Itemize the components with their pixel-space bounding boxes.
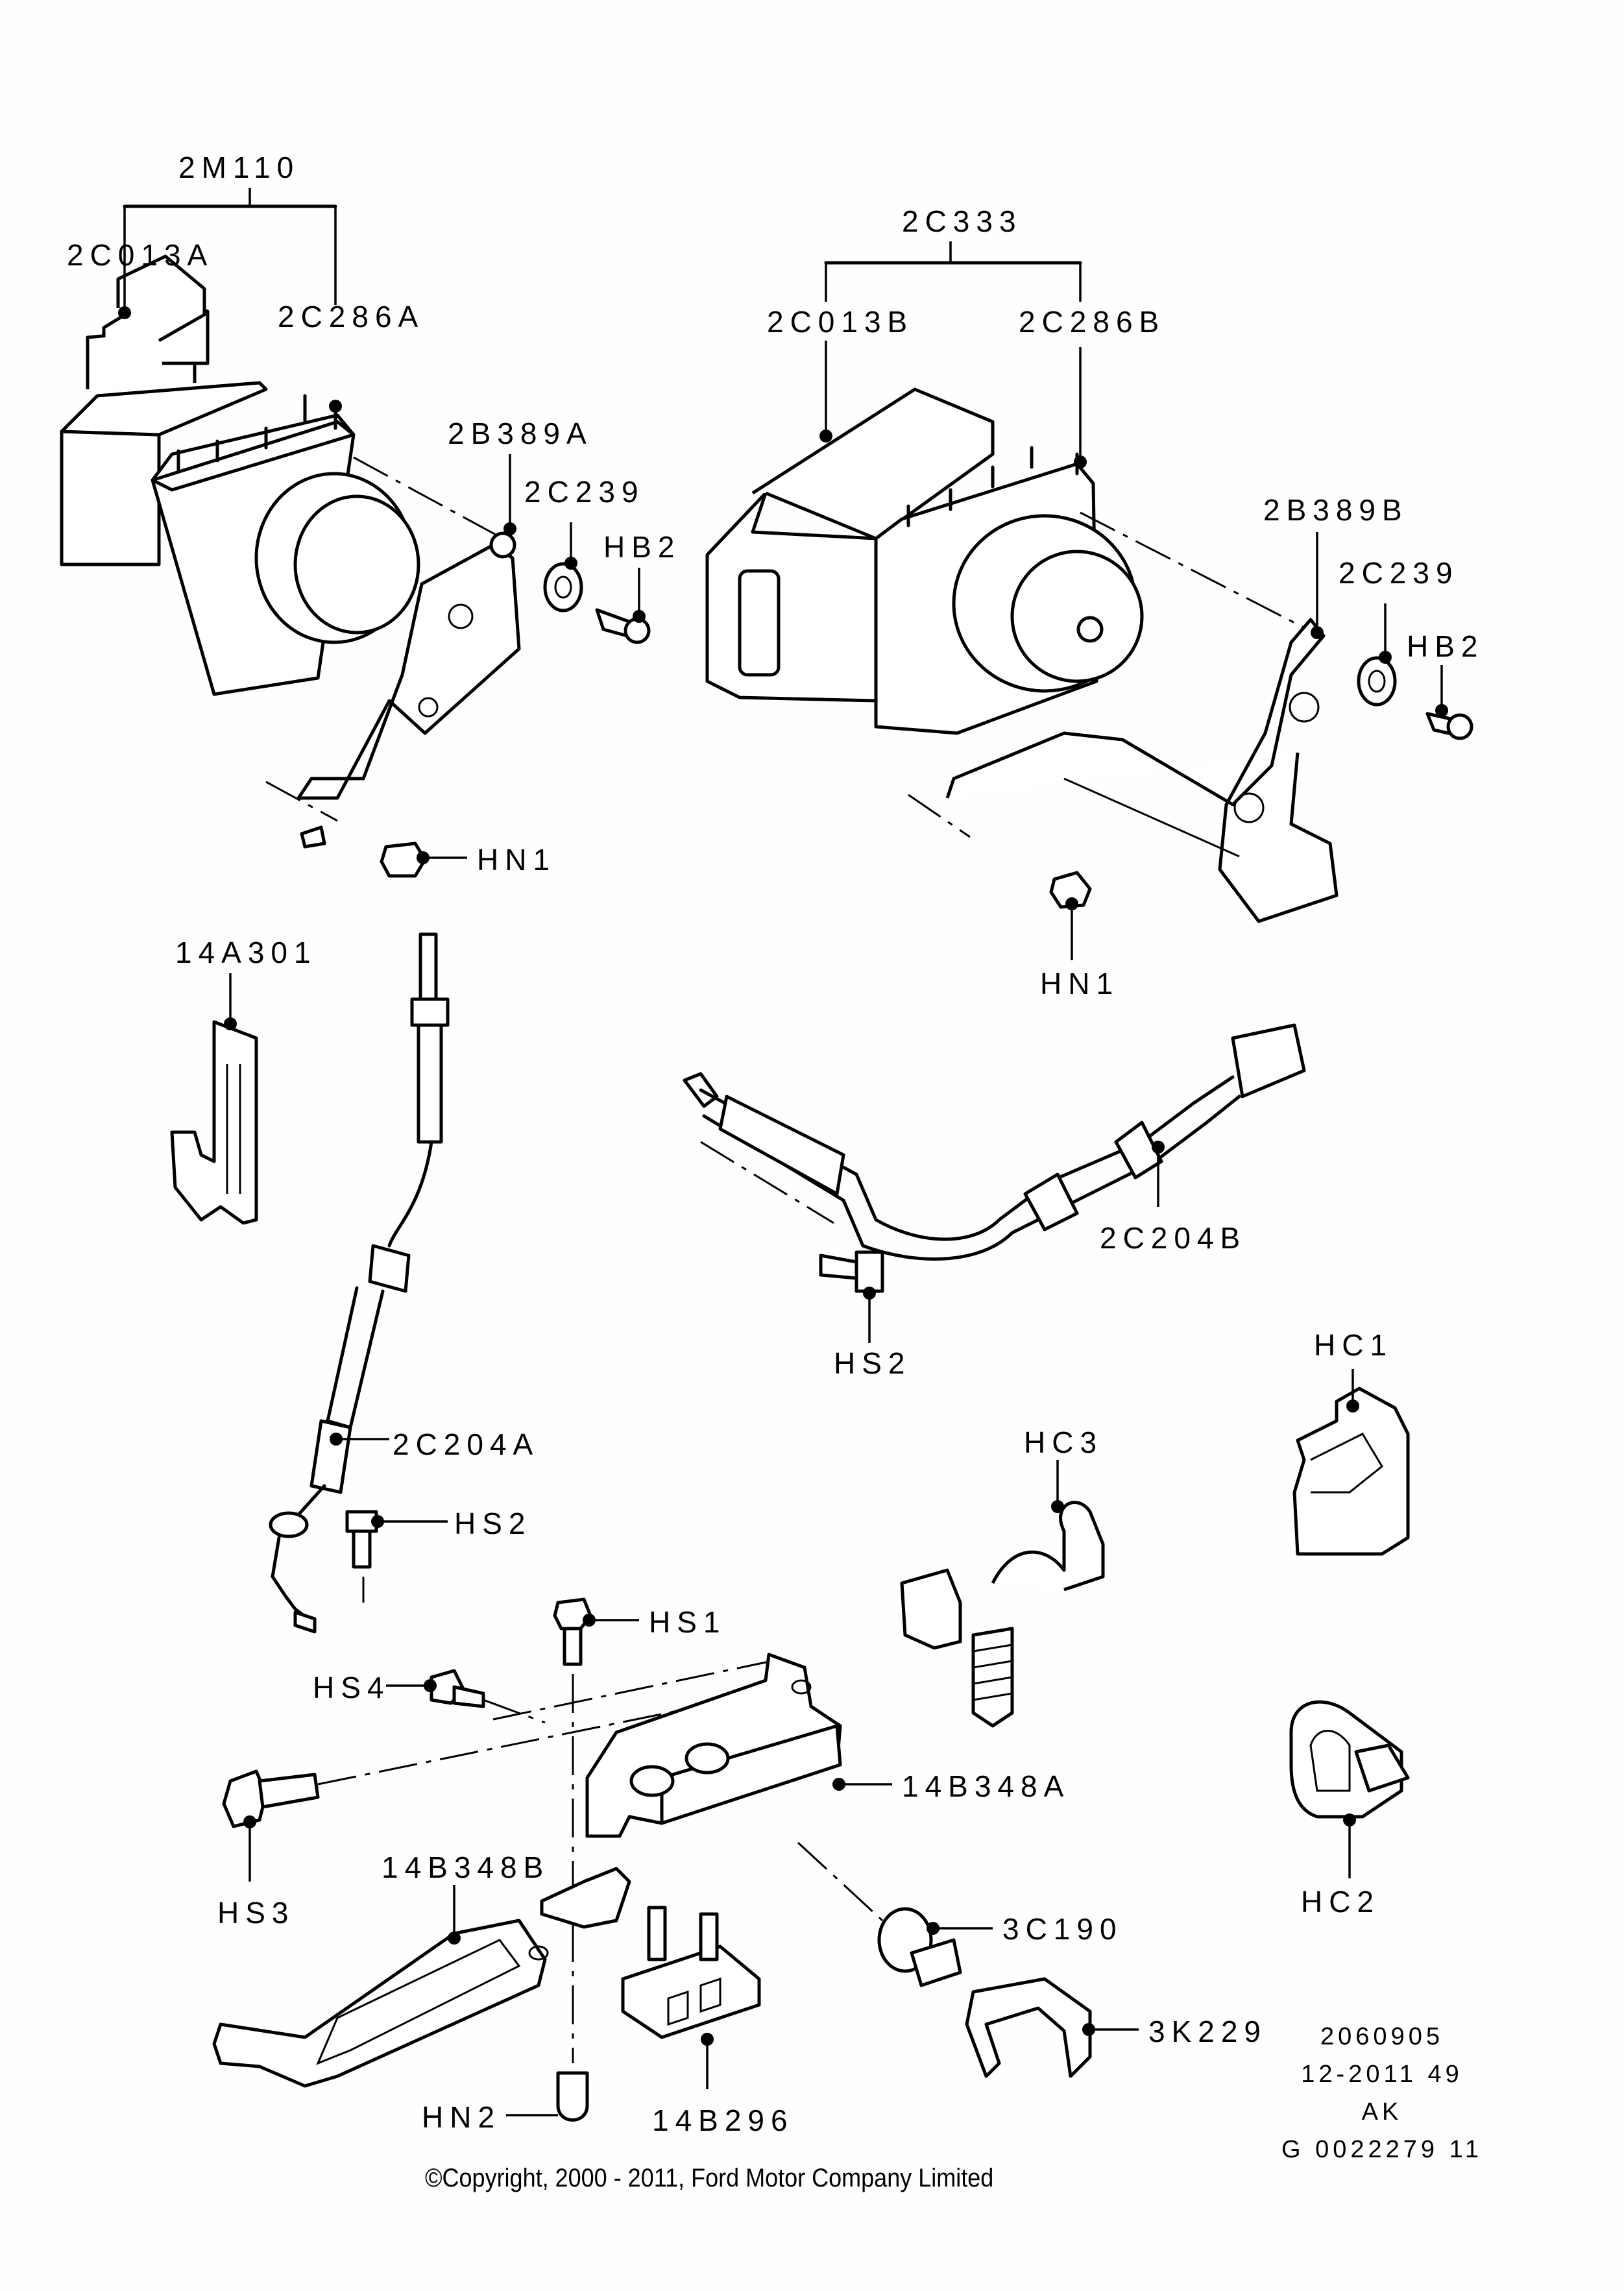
label-HB2-a: HB2 <box>603 530 681 564</box>
nut-HN1-b <box>1049 871 1092 960</box>
label-2C013B: 2C013B <box>767 305 914 339</box>
bolt-HS2-a <box>345 1510 448 1603</box>
bracket-14A301 <box>170 973 258 1225</box>
reference-line-3: AK <box>1361 2098 1403 2126</box>
connector-3C190 <box>797 1841 993 1987</box>
label-2C333: 2C333 <box>902 204 1023 238</box>
label-HS1: HS1 <box>649 1605 727 1639</box>
label-HC2: HC2 <box>1301 1885 1381 1919</box>
bolt-HB2-b <box>1425 665 1473 740</box>
label-HC1: HC1 <box>1314 1328 1394 1362</box>
sensor-bracket-14B348A <box>540 1653 892 1929</box>
label-2C286B: 2C286B <box>1019 305 1166 339</box>
label-14B296: 14B296 <box>652 2103 794 2137</box>
reference-block: 2060905 12-2011 49 AK G 0022279 11 <box>1252 2018 1512 2168</box>
label-2C286A: 2C286A <box>278 300 425 333</box>
label-2C239-a: 2C239 <box>524 475 645 509</box>
label-2B389B: 2B389B <box>1263 493 1409 527</box>
label-HB2-b: HB2 <box>1407 629 1485 663</box>
label-2C204B: 2C204B <box>1100 1221 1247 1255</box>
label-HS2-a: HS2 <box>454 1507 532 1540</box>
grommet-2C239-b <box>1357 603 1397 707</box>
bolt-HB2-a <box>595 568 651 644</box>
reference-line-4: G 0022279 11 <box>1281 2136 1483 2163</box>
clip-HC3 <box>900 1460 1105 1728</box>
label-2C204A: 2C204A <box>393 1427 540 1461</box>
wheel-sensor-2C204B <box>683 1023 1306 1261</box>
label-2C239-b: 2C239 <box>1339 556 1459 590</box>
label-HS3: HS3 <box>217 1896 295 1930</box>
bracket-2B389A <box>265 454 521 849</box>
clip-HC1 <box>1292 1369 1410 1556</box>
label-HN2: HN2 <box>422 2100 502 2134</box>
bolt-HS4 <box>386 1669 546 1724</box>
label-HN1-b: HN1 <box>1040 967 1120 1000</box>
abs-module-2C013A <box>60 243 268 566</box>
clip-HC2 <box>1289 1700 1410 1878</box>
label-2M110: 2M110 <box>178 151 300 184</box>
label-2B389A: 2B389A <box>448 417 593 450</box>
label-3C190: 3C190 <box>1002 1912 1123 1946</box>
clip-3K229 <box>965 1977 1139 2078</box>
wheel-sensor-2C204A <box>269 932 450 1634</box>
bolt-HS2-b <box>819 1250 884 1343</box>
plate-14B348B <box>212 1885 549 2088</box>
nut-HN2 <box>506 2071 589 2122</box>
label-14B348B: 14B348B <box>382 1850 550 1884</box>
label-14B348A: 14B348A <box>902 1769 1071 1803</box>
bracket-2M110 <box>123 188 337 305</box>
label-HN1-a: HN1 <box>477 843 557 877</box>
copyright-notice: ©Copyright, 2000 - 2011, Ford Motor Comp… <box>425 2164 994 2192</box>
bracket-2C333 <box>824 241 1082 302</box>
label-3K229: 3K229 <box>1148 2015 1268 2048</box>
label-HS4: HS4 <box>313 1671 391 1704</box>
grommet-2C239-a <box>543 522 583 612</box>
label-HC3: HC3 <box>1024 1425 1104 1459</box>
nut-HN1-a <box>380 842 467 878</box>
yaw-sensor-14B296 <box>621 1906 761 2089</box>
bracket-2B389B <box>908 532 1339 923</box>
reference-line-2: 12-2011 49 <box>1301 2061 1463 2088</box>
hydraulic-unit-2C286A <box>151 394 503 696</box>
reference-line-1: 2060905 <box>1320 2023 1444 2050</box>
abs-module-2C013B <box>705 341 995 703</box>
hydraulic-unit-2C286B <box>874 347 1308 735</box>
label-14A301: 14A301 <box>175 936 317 969</box>
bolt-HS1 <box>553 1597 639 2063</box>
label-2C013A: 2C013A <box>67 238 214 272</box>
label-HS2-b: HS2 <box>834 1346 912 1380</box>
